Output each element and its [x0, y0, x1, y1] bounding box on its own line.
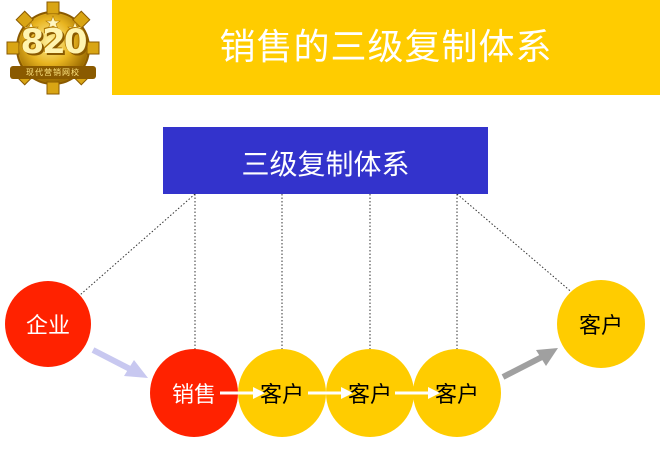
dotted-line-enterprise: [79, 193, 196, 296]
node-customer-3-label: 客户: [434, 383, 479, 408]
logo-caption-band: 现代营销网校: [10, 66, 96, 79]
node-enterprise-label: 企业: [25, 314, 70, 339]
node-sales-label: 销售: [171, 383, 216, 408]
node-sales: 销售: [150, 349, 238, 437]
arrow-enterprise-to-sales: [91, 347, 148, 378]
dotted-line-customer-4: [456, 193, 576, 296]
node-customer-4: 客户: [557, 280, 645, 368]
node-customer-4-label: 客户: [578, 314, 623, 339]
system-box-label: 三级复制体系: [241, 148, 410, 181]
node-customer-1-label: 客户: [259, 383, 304, 408]
system-box: 三级复制体系: [163, 127, 488, 194]
node-customer-2: 客户: [326, 349, 414, 437]
node-enterprise: 企业: [5, 281, 91, 367]
page-title: 销售的三级复制体系: [219, 27, 553, 68]
logo-caption: 现代营销网校: [26, 68, 80, 77]
node-customer-3: 客户: [413, 349, 501, 437]
logo-number: 820: [20, 22, 88, 62]
node-customer-2-label: 客户: [347, 383, 392, 408]
logo: 820 现代营销网校: [0, 0, 110, 100]
node-customer-1: 客户: [238, 349, 326, 437]
header-bar: 销售的三级复制体系: [112, 0, 660, 95]
arrow-to-final-customer: [501, 348, 558, 380]
